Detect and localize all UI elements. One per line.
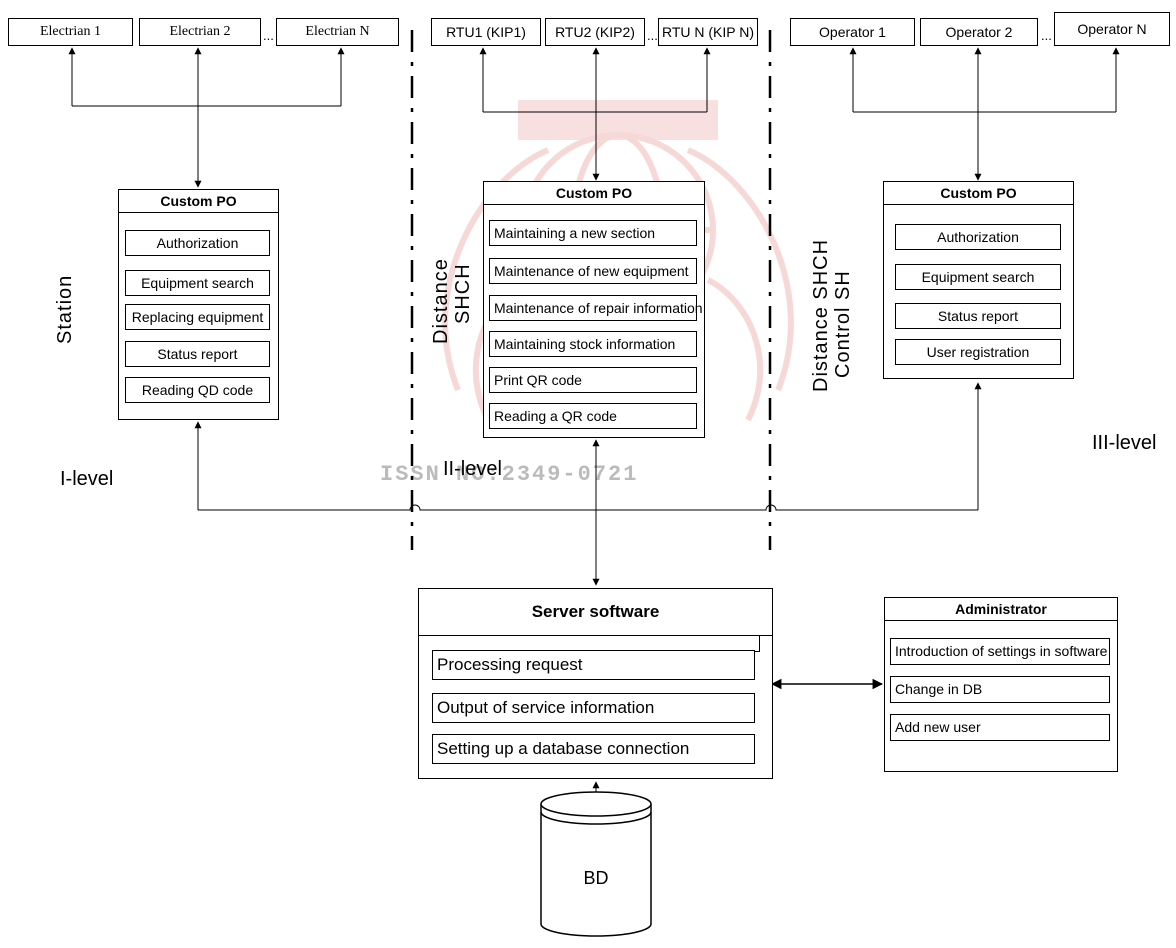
admin-title: Administrator: [885, 598, 1117, 621]
custom-po-panel-level1: Custom PO Authorization Equipment search…: [118, 189, 279, 420]
station-label: Station: [54, 274, 76, 344]
settings-introduction-item: Introduction of settings in software: [890, 638, 1110, 665]
operator-1-node: Operator 1: [790, 18, 915, 46]
ellipsis: ...: [1041, 28, 1052, 43]
equipment-search-item: Equipment search: [895, 264, 1061, 290]
administrator-panel: Administrator Introduction of settings i…: [884, 597, 1118, 772]
maintaining-stock-info-item: Maintaining stock information: [489, 331, 697, 357]
rtu-1-node: RTU1 (KIP1): [431, 18, 541, 46]
server-software-panel: Server software Processing request Outpu…: [418, 588, 773, 779]
user-registration-item: User registration: [895, 339, 1061, 365]
db-connection-setup-item: Setting up a database connection: [432, 734, 755, 764]
electrician-1-node: Electrian 1: [8, 18, 133, 46]
custom-po-panel-level2: Custom PO Maintaining a new section Main…: [483, 181, 705, 438]
ellipsis: ...: [263, 28, 274, 43]
panel-title: Custom PO: [484, 182, 704, 205]
equipment-search-item: Equipment search: [125, 270, 270, 296]
operator-n-node: Operator N: [1054, 12, 1170, 46]
level-2-label: II-level: [443, 458, 502, 480]
panel-title: Custom PO: [884, 182, 1073, 205]
reading-qr-code-item: Reading a QR code: [489, 403, 697, 429]
distance-label: Distance: [430, 258, 452, 344]
maintenance-new-equipment-item: Maintenance of new equipment: [489, 258, 697, 284]
database-cylinder: [540, 791, 652, 937]
replacing-equipment-item: Replacing equipment: [125, 304, 270, 330]
ellipsis: ...: [647, 28, 658, 43]
operator-2-node: Operator 2: [920, 18, 1038, 46]
control-sh-label: Control SH: [832, 270, 854, 378]
reading-qd-code-item: Reading QD code: [125, 377, 270, 403]
level-1-label: I-level: [60, 468, 114, 490]
authorization-item: Authorization: [125, 230, 270, 256]
rtu-2-node: RTU2 (KIP2): [545, 18, 645, 46]
rtu-n-node: RTU N (KIP N): [658, 18, 758, 46]
change-in-db-item: Change in DB: [890, 676, 1110, 703]
processing-request-item: Processing request: [432, 650, 755, 680]
electrician-n-node: Electrian N: [276, 18, 399, 46]
database-label: BD: [583, 868, 609, 888]
level-3-label: III-level: [1092, 432, 1157, 454]
service-info-output-item: Output of service information: [432, 693, 755, 723]
server-title: Server software: [419, 589, 772, 636]
maintenance-repair-info-item: Maintenance of repair information: [489, 295, 703, 321]
authorization-item: Authorization: [895, 224, 1061, 250]
status-report-item: Status report: [125, 341, 270, 367]
add-new-user-item: Add new user: [890, 714, 1110, 741]
maintaining-new-section-item: Maintaining a new section: [489, 220, 697, 246]
panel-title: Custom PO: [119, 190, 278, 213]
print-qr-code-item: Print QR code: [489, 367, 697, 393]
shch-label: SHCH: [452, 263, 474, 324]
custom-po-panel-level3: Custom PO Authorization Equipment search…: [883, 181, 1074, 379]
electrician-2-node: Electrian 2: [139, 18, 261, 46]
status-report-item: Status report: [895, 303, 1061, 329]
distance-shch-label: Distance SHCH: [810, 238, 832, 392]
